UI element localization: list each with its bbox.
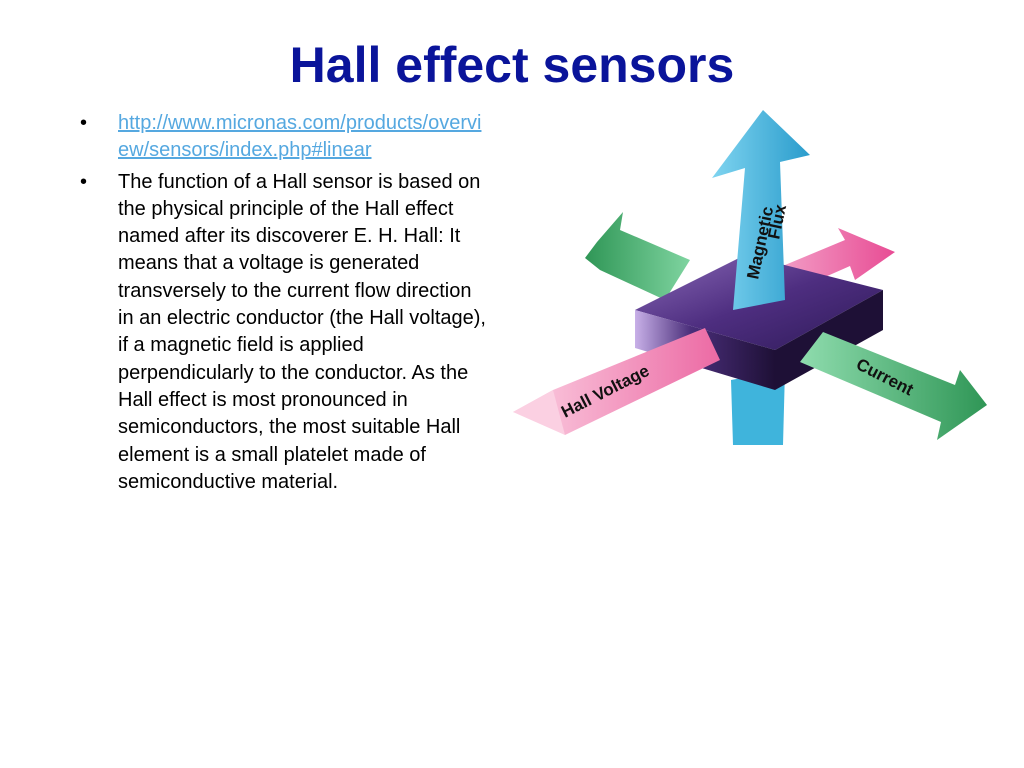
slide-title: Hall effect sensors: [289, 37, 735, 93]
current-back-arrow: [585, 212, 690, 300]
bullet-item-link: • http://www.micronas.com/products/overv…: [72, 110, 492, 165]
hall-effect-diagram: Magnetic Flux Hall Voltage Current: [513, 110, 987, 445]
hall-effect-description: The function of a Hall sensor is based o…: [118, 170, 486, 493]
bullet-item-description: • The function of a Hall sensor is based…: [72, 169, 492, 497]
micronas-link[interactable]: http://www.micronas.com/products/overvie…: [118, 112, 482, 162]
hall-voltage-arrow: [513, 328, 720, 435]
hall-voltage-arrow-tail: [513, 390, 565, 435]
bullet-list: • http://www.micronas.com/products/overv…: [72, 110, 492, 500]
bullet-icon: •: [80, 170, 88, 193]
bullet-icon: •: [80, 112, 88, 134]
magnetic-flux-arrow-upper: [712, 110, 810, 310]
current-arrow: [800, 332, 987, 440]
